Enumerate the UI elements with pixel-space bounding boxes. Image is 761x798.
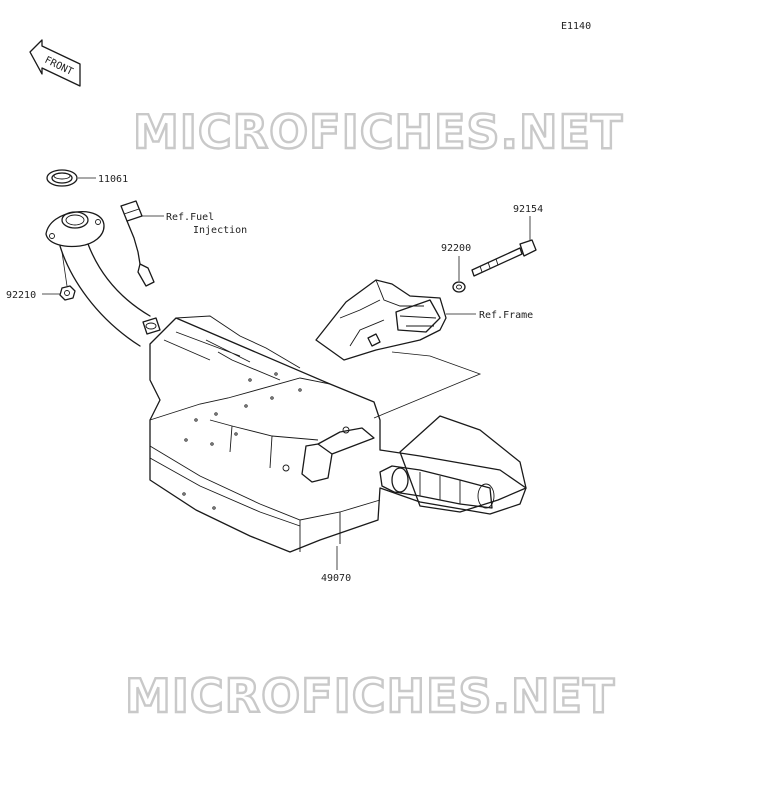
watermark-top: MICROFICHES.NET [133,105,623,159]
exhaust-pipe-part [45,210,151,347]
oxygen-sensor-part [120,200,161,335]
callout-ref-fuel-line1: Ref.Fuel [166,212,214,223]
diagram-code: E1140 [561,21,591,32]
leader-frame-muffler [373,351,482,419]
callout-ref-fuel-line2: Injection [193,225,247,236]
watermark-bottom: MICROFICHES.NET [125,669,615,723]
mount-bracket-part [315,279,447,361]
callout-muffler: 49070 [321,573,351,584]
front-arrow-icon: FRONT [29,39,81,87]
muffler-part [149,315,527,553]
callout-ref-frame: Ref.Frame [479,310,533,321]
callout-bolt: 92154 [513,204,543,215]
front-label: FRONT [43,55,75,78]
gasket-part [46,169,78,187]
leader-nut-flange [61,251,68,287]
washer-part [452,281,466,293]
callout-gasket: 11061 [98,174,128,185]
bolt-part [471,239,537,277]
callout-washer: 92200 [441,243,471,254]
nut-part [59,285,76,301]
callout-nut: 92210 [6,290,36,301]
tailpipe-part [379,415,527,513]
